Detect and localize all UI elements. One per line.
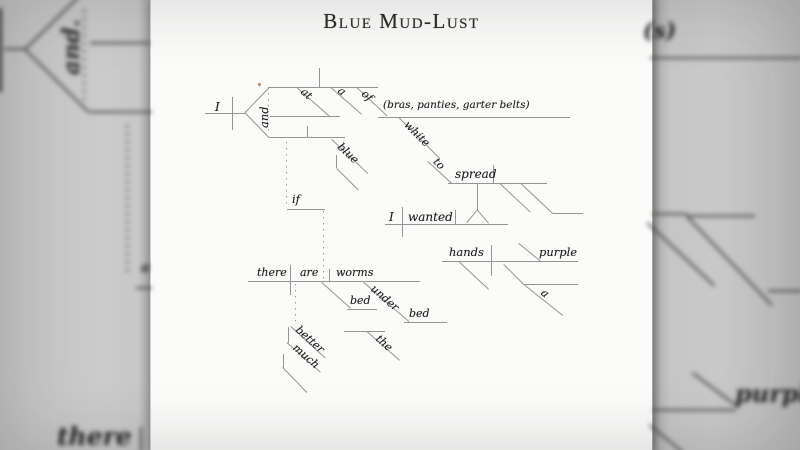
word-bed-2: bed [409,307,430,320]
blue-sub-connector [335,155,337,168]
pedestal-right-leg [477,210,489,224]
blue-sub-slant [336,168,359,191]
word-to: to [430,155,448,173]
word-white: white [401,118,433,150]
word-purple: purple [539,245,578,259]
word-bed-1: bed [350,294,371,307]
word-if: if [292,192,300,206]
bed1-slant [321,282,351,309]
word-at: at [298,85,315,103]
word-i-1: I [215,100,220,114]
worms-tick [328,269,330,281]
pedestal-left-leg [466,209,478,223]
bed1-line [347,309,377,311]
i-wanted-divider [401,207,403,237]
page-title: Blue Mud-Lust [323,9,480,33]
word-hands: hands [449,245,484,259]
lower-branch-tick [306,126,308,137]
if-connector-upper [285,142,287,208]
better-connector [294,284,296,324]
purple-under-slant [503,264,524,285]
word-spread: spread [455,167,497,181]
spread-line [448,183,547,185]
word-worms: worms [336,266,374,279]
word-and: and [257,106,271,128]
word-there: there [257,266,287,279]
if-line [287,209,325,211]
hands-purple-divider [490,245,492,276]
word-are: are [300,266,319,279]
bras-object-line [378,117,570,119]
word-the: the [373,332,396,354]
wanted-tick [454,210,456,224]
the-base-line [344,331,385,333]
subject-line [205,113,245,115]
purple-object-line [524,284,578,286]
bed2-line [404,322,447,324]
upper-branch-line [269,87,378,89]
hands-purple-line [442,261,578,263]
i-wanted-line [385,224,508,226]
word-bras-panties-garter-belts: (bras, panties, garter belts) [383,99,530,111]
there-are-worms-line [248,281,420,283]
word-a-2: a [538,286,552,301]
scan-speck [258,83,261,86]
middle-branch-line [270,116,340,118]
if-connector-lower [322,211,324,279]
better-much-connector [287,327,289,343]
word-wanted: wanted [408,210,453,224]
hands-under-slant [458,261,489,290]
subject-predicate-divider [231,97,233,130]
purple-incoming-slant [518,243,541,263]
upper-branch-tick [318,68,320,87]
there-are-divider [289,265,291,295]
lower-branch-line [269,137,345,139]
pedestal-stem [476,183,478,210]
spread-slant-2 [520,183,553,214]
bottom-sub-slant [282,367,307,393]
spread-object-line [553,213,583,215]
word-i-2: I [389,210,394,224]
